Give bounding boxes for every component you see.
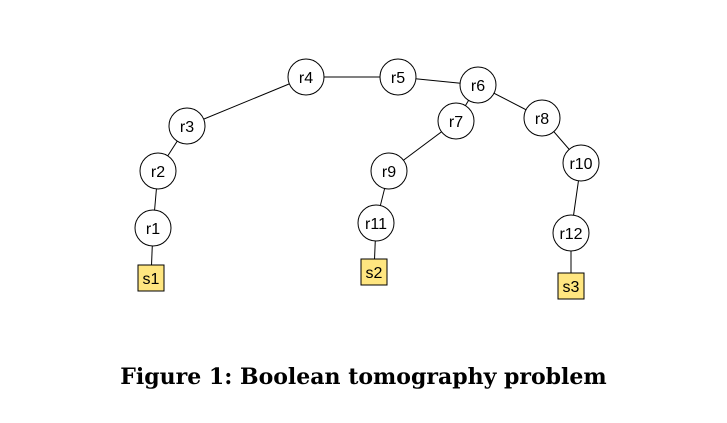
node-label-r1: r1 [146, 221, 160, 238]
sink-box-s2 [360, 258, 388, 286]
node-label-r10: r10 [569, 156, 592, 173]
node-r4: r4 [287, 58, 325, 96]
node-r7: r7 [437, 102, 475, 140]
node-label-r9: r9 [382, 164, 396, 181]
edge-r3-r4 [186, 76, 307, 127]
node-r11: r11 [357, 204, 395, 242]
nodes-layer: r1 r2 r3 r4 r5 r6 r7 r8 r9 r10 r11 r12 s1 s2 s3 [134, 58, 600, 300]
node-r8: r8 [523, 99, 561, 137]
sink-box-s3 [557, 272, 585, 300]
node-r6: r6 [459, 66, 497, 104]
node-r5: r5 [379, 58, 417, 96]
node-label-r7: r7 [449, 114, 463, 131]
sink-label-s2: s2 [366, 265, 383, 282]
node-r2: r2 [139, 152, 177, 190]
node-circle-r2 [139, 152, 177, 190]
node-label-r2: r2 [151, 164, 165, 181]
node-r1: r1 [134, 209, 172, 247]
node-label-r6: r6 [471, 78, 485, 95]
node-circle-r4 [287, 58, 325, 96]
node-circle-r6 [459, 66, 497, 104]
node-label-r5: r5 [391, 70, 405, 87]
sink-s3: s3 [557, 272, 585, 300]
sink-s1: s1 [137, 264, 165, 292]
node-circle-r12 [552, 214, 590, 252]
node-circle-r8 [523, 99, 561, 137]
node-r10: r10 [562, 144, 600, 182]
edges-layer [150, 76, 582, 286]
node-label-r4: r4 [299, 70, 313, 87]
node-label-r12: r12 [559, 226, 582, 243]
node-label-r3: r3 [180, 119, 194, 136]
node-label-r8: r8 [535, 111, 549, 128]
node-r9: r9 [370, 152, 408, 190]
node-circle-r10 [562, 144, 600, 182]
node-r12: r12 [552, 214, 590, 252]
network-diagram: r1 r2 r3 r4 r5 r6 r7 r8 r9 r10 r11 r12 s1 s2 s3 [134, 58, 600, 300]
node-label-r11: r11 [365, 216, 387, 233]
node-circle-r5 [379, 58, 417, 96]
node-circle-r1 [134, 209, 172, 247]
node-r3: r3 [168, 107, 206, 145]
sink-label-s3: s3 [563, 279, 580, 296]
figure-caption: Figure 1: Boolean tomography problem [120, 364, 607, 390]
node-circle-r3 [168, 107, 206, 145]
sink-box-s1 [137, 264, 165, 292]
sink-s2: s2 [360, 258, 388, 286]
node-circle-r11 [357, 204, 395, 242]
node-circle-r7 [437, 102, 475, 140]
node-circle-r9 [370, 152, 408, 190]
sink-label-s1: s1 [143, 271, 160, 288]
